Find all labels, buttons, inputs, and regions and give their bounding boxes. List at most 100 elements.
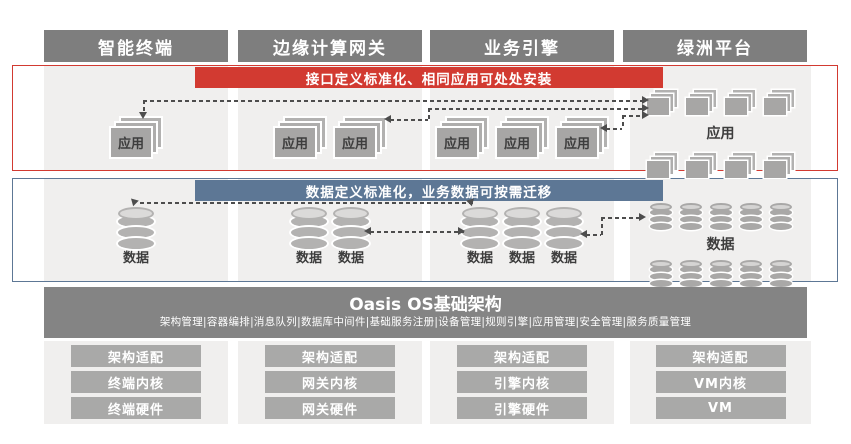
dashed-line: [586, 234, 601, 236]
app-stack-icon: [764, 90, 794, 115]
database-unit: 数据: [462, 207, 498, 265]
app-stack-icon: 应用: [275, 118, 325, 157]
app-stack-icon: [725, 153, 755, 178]
database-unit: [769, 260, 792, 287]
layer-box: VM: [655, 397, 786, 419]
os-platform-box: Oasis OS基础架构 架构管理|容器编排|消息队列|数据库中间件|基础服务注…: [44, 287, 807, 338]
database-unit: [739, 260, 762, 287]
database-unit: [769, 203, 792, 230]
database-unit: 数据: [118, 207, 154, 265]
dashed-line: [601, 217, 603, 236]
arrowhead-icon: [139, 112, 147, 119]
dashed-line: [622, 115, 642, 117]
database-unit: 数据: [291, 207, 327, 265]
os-title: Oasis OS基础架构: [349, 295, 502, 316]
layer-box: 引擎内核: [457, 371, 587, 393]
app-stack-icon: [647, 90, 677, 115]
data-label: 数据: [550, 251, 577, 266]
column-header-smart-terminal: 智能终端: [44, 30, 228, 62]
database-icon: [739, 260, 762, 287]
platform-apps-row: [647, 153, 794, 178]
layer-box: 网关内核: [265, 371, 395, 393]
database-icon: [769, 260, 792, 287]
dashed-line: [143, 100, 145, 113]
database-unit: [679, 203, 702, 230]
database-unit: [709, 203, 732, 230]
stack-panel-engine: 架构适配 引擎内核 引擎硬件: [430, 341, 614, 424]
layer-box: 架构适配: [71, 345, 201, 367]
database-icon: [739, 203, 762, 230]
arrowhead-icon: [642, 111, 649, 119]
database-icon: [649, 203, 672, 230]
dashed-line: [370, 231, 464, 233]
data-label: 数据: [295, 251, 322, 266]
layer-box: 架构适配: [655, 345, 786, 367]
app-stack-icon: 应用: [437, 118, 487, 157]
database-icon: [546, 207, 582, 249]
app-stack-icon: [764, 153, 794, 178]
arrowhead-icon: [639, 213, 646, 221]
data-label: 数据: [337, 251, 364, 266]
apps-banner: 接口定义标准化、相同应用可处处安装: [195, 67, 663, 88]
database-unit: [649, 203, 672, 230]
database-unit: [709, 260, 732, 287]
layer-box: VM内核: [655, 371, 786, 393]
dashed-line: [601, 217, 641, 219]
database-icon: [769, 203, 792, 230]
os-services-list: 架构管理|容器编排|消息队列|数据库中间件|基础服务注册|设备管理|规则引擎|应…: [159, 316, 692, 329]
database-unit: 数据: [333, 207, 369, 265]
database-unit: [739, 203, 762, 230]
app-stack-icon: [725, 90, 755, 115]
data-label: 数据: [122, 251, 149, 266]
database-icon: [118, 207, 154, 249]
column-header-edge-gateway: 边缘计算网关: [238, 30, 422, 62]
data-label: 数据: [466, 251, 493, 266]
database-unit: [649, 260, 672, 287]
arrowhead-icon: [600, 124, 607, 132]
dashed-line: [428, 108, 430, 120]
app-stack-icon: [686, 90, 716, 115]
data-banner: 数据定义标准化，业务数据可按需迁移: [195, 180, 663, 201]
app-stack-icon: 应用: [335, 118, 385, 157]
platform-data-row: [649, 260, 792, 287]
database-icon: [462, 207, 498, 249]
platform-apps-row: [647, 90, 794, 115]
layer-box: 终端硬件: [71, 397, 201, 419]
dashed-line: [143, 100, 642, 102]
layer-box: 网关硬件: [265, 397, 395, 419]
database-icon: [504, 207, 540, 249]
app-stack-icon: 应用: [111, 118, 161, 157]
app-stack-icon: 应用: [557, 118, 607, 157]
column-header-oasis-platform: 绿洲平台: [623, 30, 807, 62]
stack-panel-terminal: 架构适配 终端内核 终端硬件: [44, 341, 228, 424]
apps-panel-platform: 应用: [630, 66, 811, 178]
database-unit: 数据: [504, 207, 540, 265]
arrowhead-icon: [364, 227, 371, 235]
dashed-line: [622, 115, 624, 129]
layer-box: 终端内核: [71, 371, 201, 393]
arrowhead-icon: [384, 115, 391, 123]
database-icon: [291, 207, 327, 249]
app-stack-icon: 应用: [497, 118, 547, 157]
dashed-line: [390, 119, 428, 121]
database-unit: [679, 260, 702, 287]
dashed-line: [428, 108, 642, 110]
platform-apps-label: 应用: [706, 126, 735, 142]
app-stack-icon: [686, 153, 716, 178]
database-icon: [709, 260, 732, 287]
arrowhead-icon: [580, 230, 587, 238]
stack-panel-platform: 架构适配 VM内核 VM: [630, 341, 811, 424]
dashed-line: [606, 128, 622, 130]
database-icon: [709, 203, 732, 230]
arrowhead-icon: [642, 104, 649, 112]
arrowhead-icon: [642, 96, 649, 104]
platform-data-row: [649, 203, 792, 230]
database-icon: [649, 260, 672, 287]
platform-data-label: 数据: [706, 237, 735, 253]
data-label: 数据: [508, 251, 535, 266]
app-stack-icon: [647, 153, 677, 178]
database-icon: [333, 207, 369, 249]
dashed-line: [140, 202, 474, 204]
column-header-business-engine: 业务引擎: [430, 30, 614, 62]
